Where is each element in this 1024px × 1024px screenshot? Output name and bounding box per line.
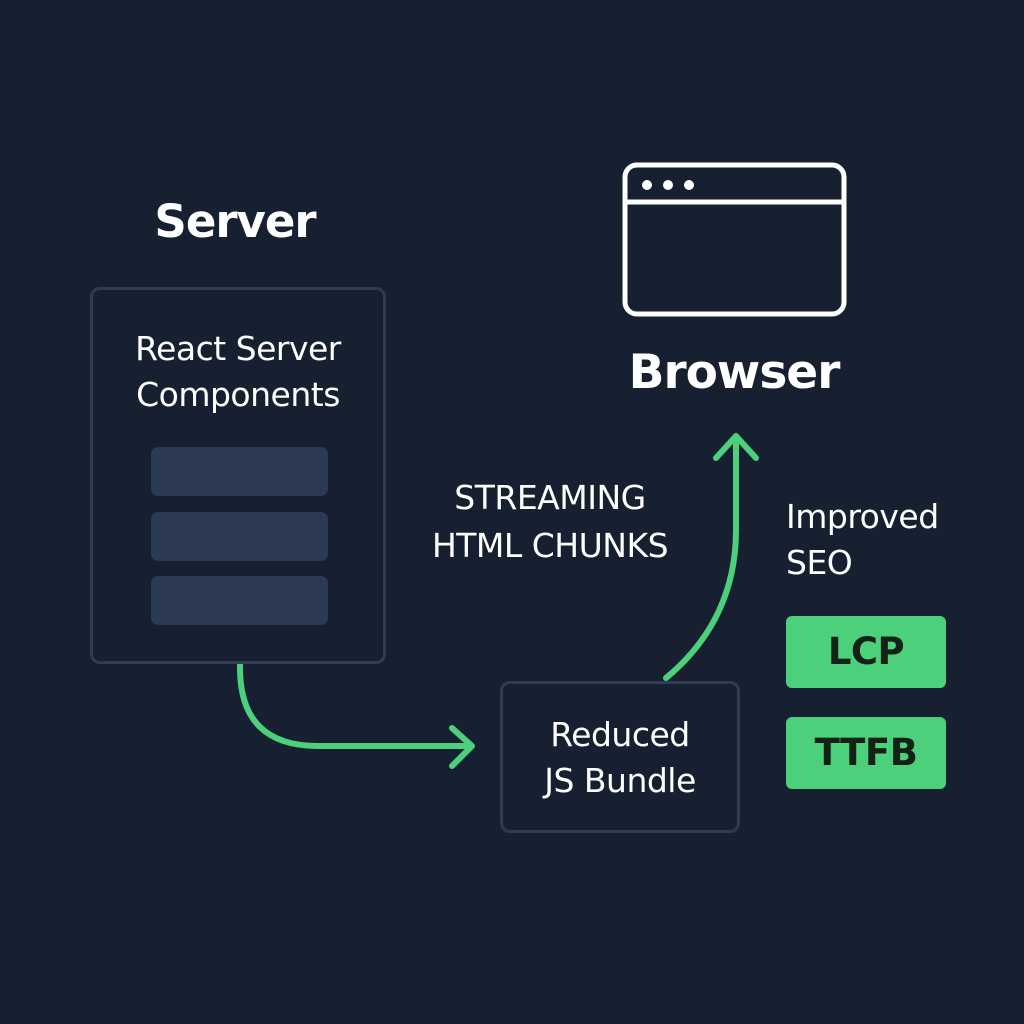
streaming-label: STREAMING HTML CHUNKS	[400, 474, 700, 570]
server-title: Server	[154, 195, 316, 248]
seo-label-line2: SEO	[786, 543, 853, 582]
bundle-to-browser-arrowhead	[713, 433, 759, 461]
ttfb-badge: TTFB	[786, 717, 946, 789]
component-bar	[151, 447, 328, 496]
server-components-label-line1: React Server	[135, 329, 341, 368]
server-to-bundle-arrow	[237, 633, 473, 749]
component-bar	[151, 512, 328, 561]
browser-title: Browser	[628, 345, 841, 400]
js-bundle-label-line1: Reduced	[550, 715, 690, 754]
lcp-badge: LCP	[786, 616, 946, 688]
server-to-bundle-arrowhead	[449, 725, 475, 769]
server-components-box: React Server Components	[90, 287, 386, 664]
js-bundle-box: Reduced JS Bundle	[500, 681, 740, 833]
js-bundle-label-line2: JS Bundle	[544, 761, 696, 800]
server-components-label: React Server Components	[93, 326, 383, 418]
bundle-to-browser-arrow	[663, 435, 739, 681]
seo-label-line1: Improved	[786, 497, 939, 536]
seo-label: Improved SEO	[786, 494, 1006, 586]
streaming-label-line2: HTML CHUNKS	[431, 526, 669, 565]
streaming-label-line1: STREAMING	[454, 478, 646, 517]
js-bundle-label: Reduced JS Bundle	[503, 712, 737, 804]
browser-window-icon	[622, 162, 847, 317]
component-bar	[151, 576, 328, 625]
server-components-label-line2: Components	[136, 375, 340, 414]
